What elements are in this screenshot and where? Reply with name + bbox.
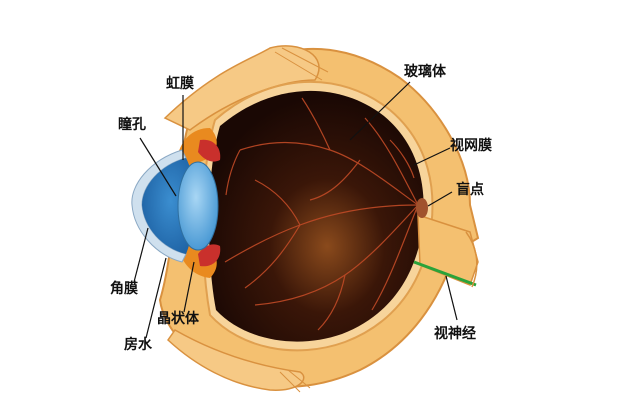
blind-spot [416, 198, 428, 218]
lens [177, 161, 219, 251]
label-lens: 晶状体 [157, 311, 199, 327]
ciliary-lower [198, 244, 221, 267]
label-iris: 虹膜 [166, 76, 194, 92]
label-optic-nerve: 视神经 [434, 326, 476, 342]
label-aqueous-humor: 房水 [124, 337, 152, 353]
lower-eyelid [167, 329, 305, 391]
leader-lines [133, 81, 458, 339]
lower-eyelid-lines [279, 369, 311, 393]
optic-nerve-cut [465, 231, 478, 288]
blood-vessels [224, 97, 419, 331]
ciliary-upper [198, 139, 221, 162]
optic-nerve-fiber [413, 260, 477, 287]
label-pupil: 瞳孔 [118, 117, 146, 133]
label-cornea: 角膜 [110, 281, 138, 297]
vitreous-body [208, 90, 424, 342]
label-retina: 视网膜 [450, 138, 492, 154]
upper-eyelid-lines [274, 47, 329, 81]
label-blind-spot: 盲点 [456, 182, 484, 198]
upper-eyelid [163, 45, 320, 131]
label-vitreous-body: 玻璃体 [404, 64, 446, 80]
